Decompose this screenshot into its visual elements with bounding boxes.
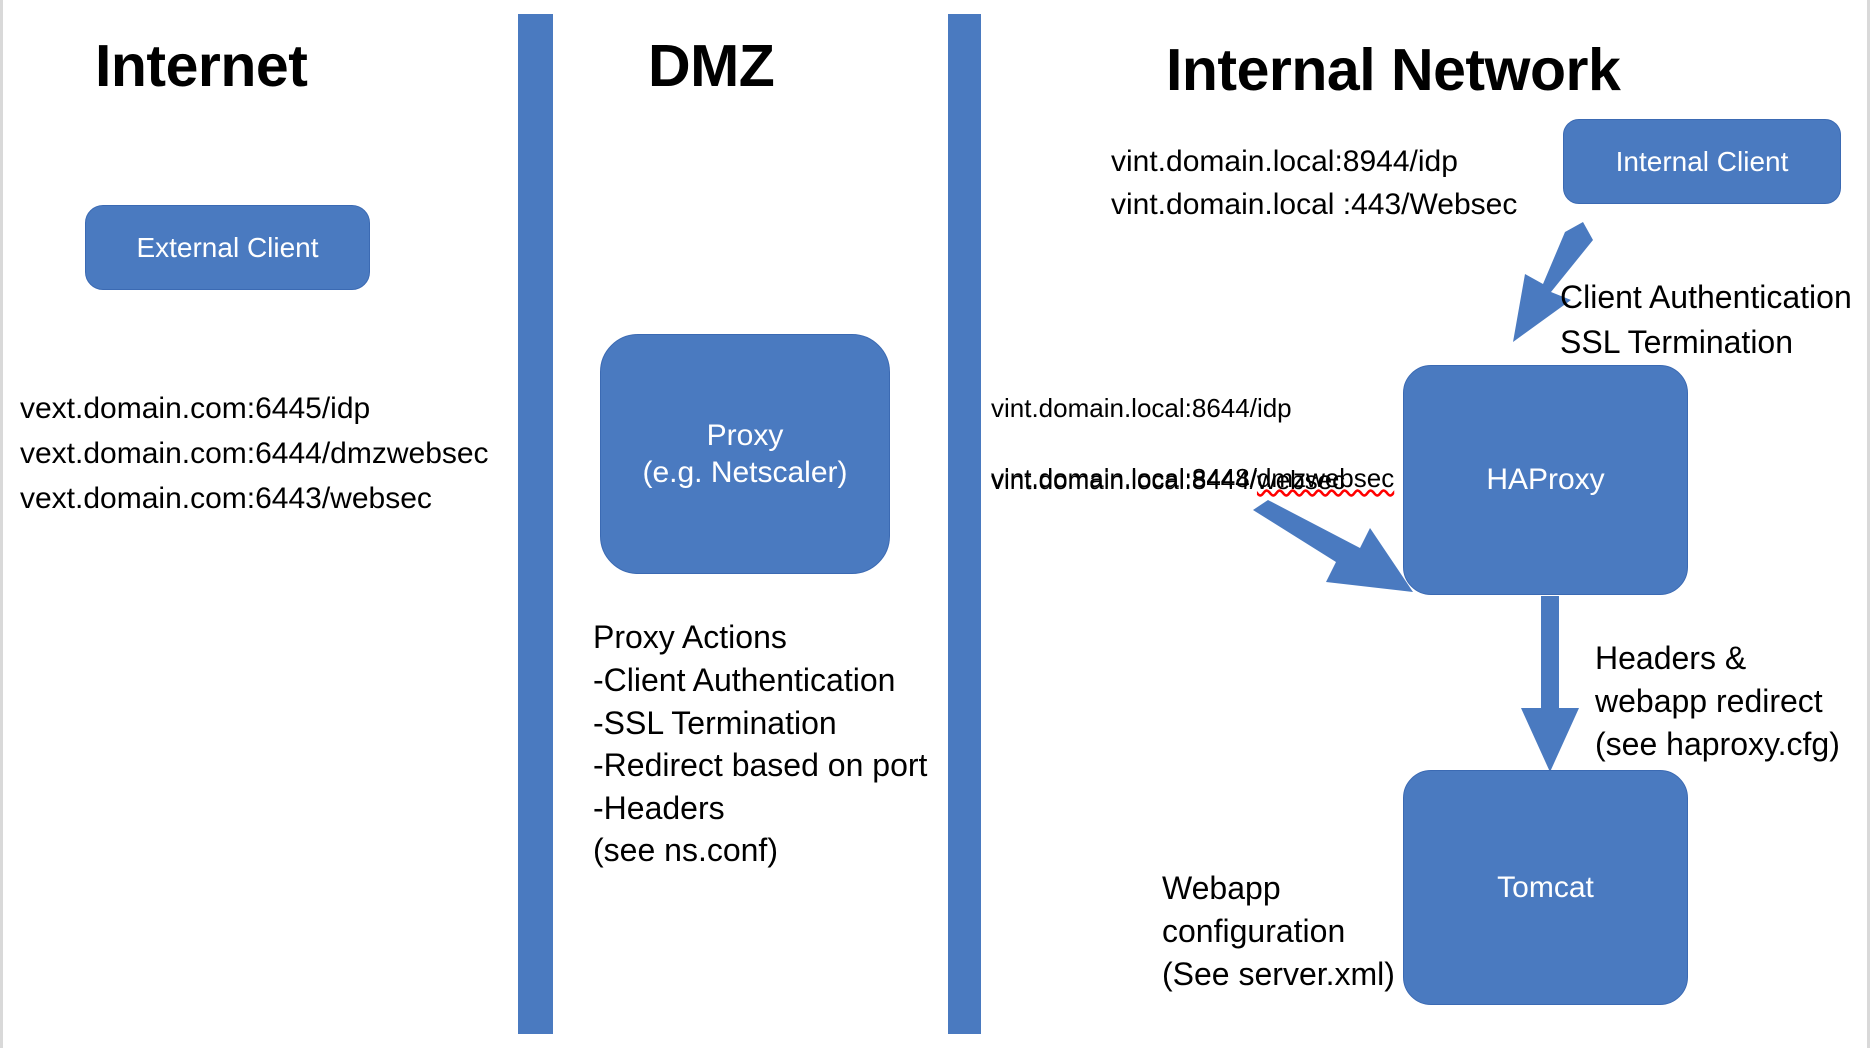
proxy-actions-title: Proxy Actions (593, 619, 787, 655)
webapp-note-line2: configuration (1162, 913, 1346, 949)
haproxy-endpoint-websec: vint.domain.local:8444/websec (991, 465, 1346, 495)
internal-client-endpoint-websec: vint.domain.local :443/Websec (1111, 188, 1518, 221)
proxy-action-redirect-based-on-port: -Redirect based on port (593, 747, 928, 783)
node-internal-client[interactable]: Internal Client (1563, 119, 1841, 204)
node-external-client-label: External Client (136, 232, 319, 263)
node-tomcat[interactable]: Tomcat (1403, 770, 1688, 1005)
node-proxy-label: Proxy (e.g. Netscaler) (642, 418, 848, 490)
arrow-head-down (1521, 596, 1579, 772)
haproxy-endpoint-dmzwebsec-prefix: vint.domain.local:8448/ (991, 462, 1257, 493)
haproxy-endpoint-idp: vint.domain.local:8644/idp (991, 393, 1292, 423)
divider-internet-dmz (518, 14, 553, 1034)
headers-note-line2: webapp redirect (1595, 683, 1823, 719)
node-haproxy[interactable]: HAProxy (1403, 365, 1688, 595)
external-endpoint-websec: vext.domain.com:6443/websec (20, 482, 432, 515)
proxy-action-ssl-termination: -SSL Termination (593, 705, 837, 741)
internal-client-endpoint-idp: vint.domain.local:8944/idp (1111, 145, 1458, 178)
arrow-head-down-left (1513, 222, 1593, 342)
node-haproxy-label: HAProxy (1486, 463, 1605, 497)
headers-note-line3: (see haproxy.cfg) (1595, 726, 1840, 762)
node-internal-client-label: Internal Client (1615, 146, 1789, 177)
arrow-head-down-right (1253, 500, 1413, 592)
zone-title-internal-network: Internal Network (1166, 37, 1621, 103)
arrow-haproxy-to-tomcat (1521, 596, 1579, 772)
haproxy-endpoint-dmzwebsec: vint.domain.local:8448/dmzwebsec (991, 428, 1394, 496)
arrow-endpoints-to-haproxy (1253, 500, 1413, 592)
headers-note-line1: Headers & (1595, 640, 1747, 676)
node-external-client[interactable]: External Client (85, 205, 370, 290)
proxy-action-headers: -Headers (593, 790, 725, 826)
webapp-note-line1: Webapp (1162, 870, 1281, 906)
client-auth-note-line1: Client Authentication (1560, 279, 1852, 315)
external-endpoint-dmzwebsec: vext.domain.com:6444/dmzwebsec (20, 437, 489, 470)
client-auth-note-line2: SSL Termination (1560, 324, 1794, 360)
external-endpoint-idp: vext.domain.com:6445/idp (20, 392, 371, 425)
proxy-action-client-authentication: -Client Authentication (593, 662, 896, 698)
zone-title-internet: Internet (95, 33, 308, 99)
node-tomcat-label: Tomcat (1497, 870, 1594, 904)
node-proxy[interactable]: Proxy (e.g. Netscaler) (600, 334, 890, 574)
zone-title-dmz: DMZ (648, 33, 775, 99)
haproxy-endpoint-dmzwebsec-misspelled: dmzwebsec (1256, 462, 1395, 493)
webapp-note-line3: (See server.xml) (1162, 956, 1395, 992)
divider-dmz-internal (948, 14, 981, 1034)
arrow-internal-client-to-haproxy (1513, 222, 1593, 342)
proxy-actions-reference: (see ns.conf) (593, 832, 778, 868)
